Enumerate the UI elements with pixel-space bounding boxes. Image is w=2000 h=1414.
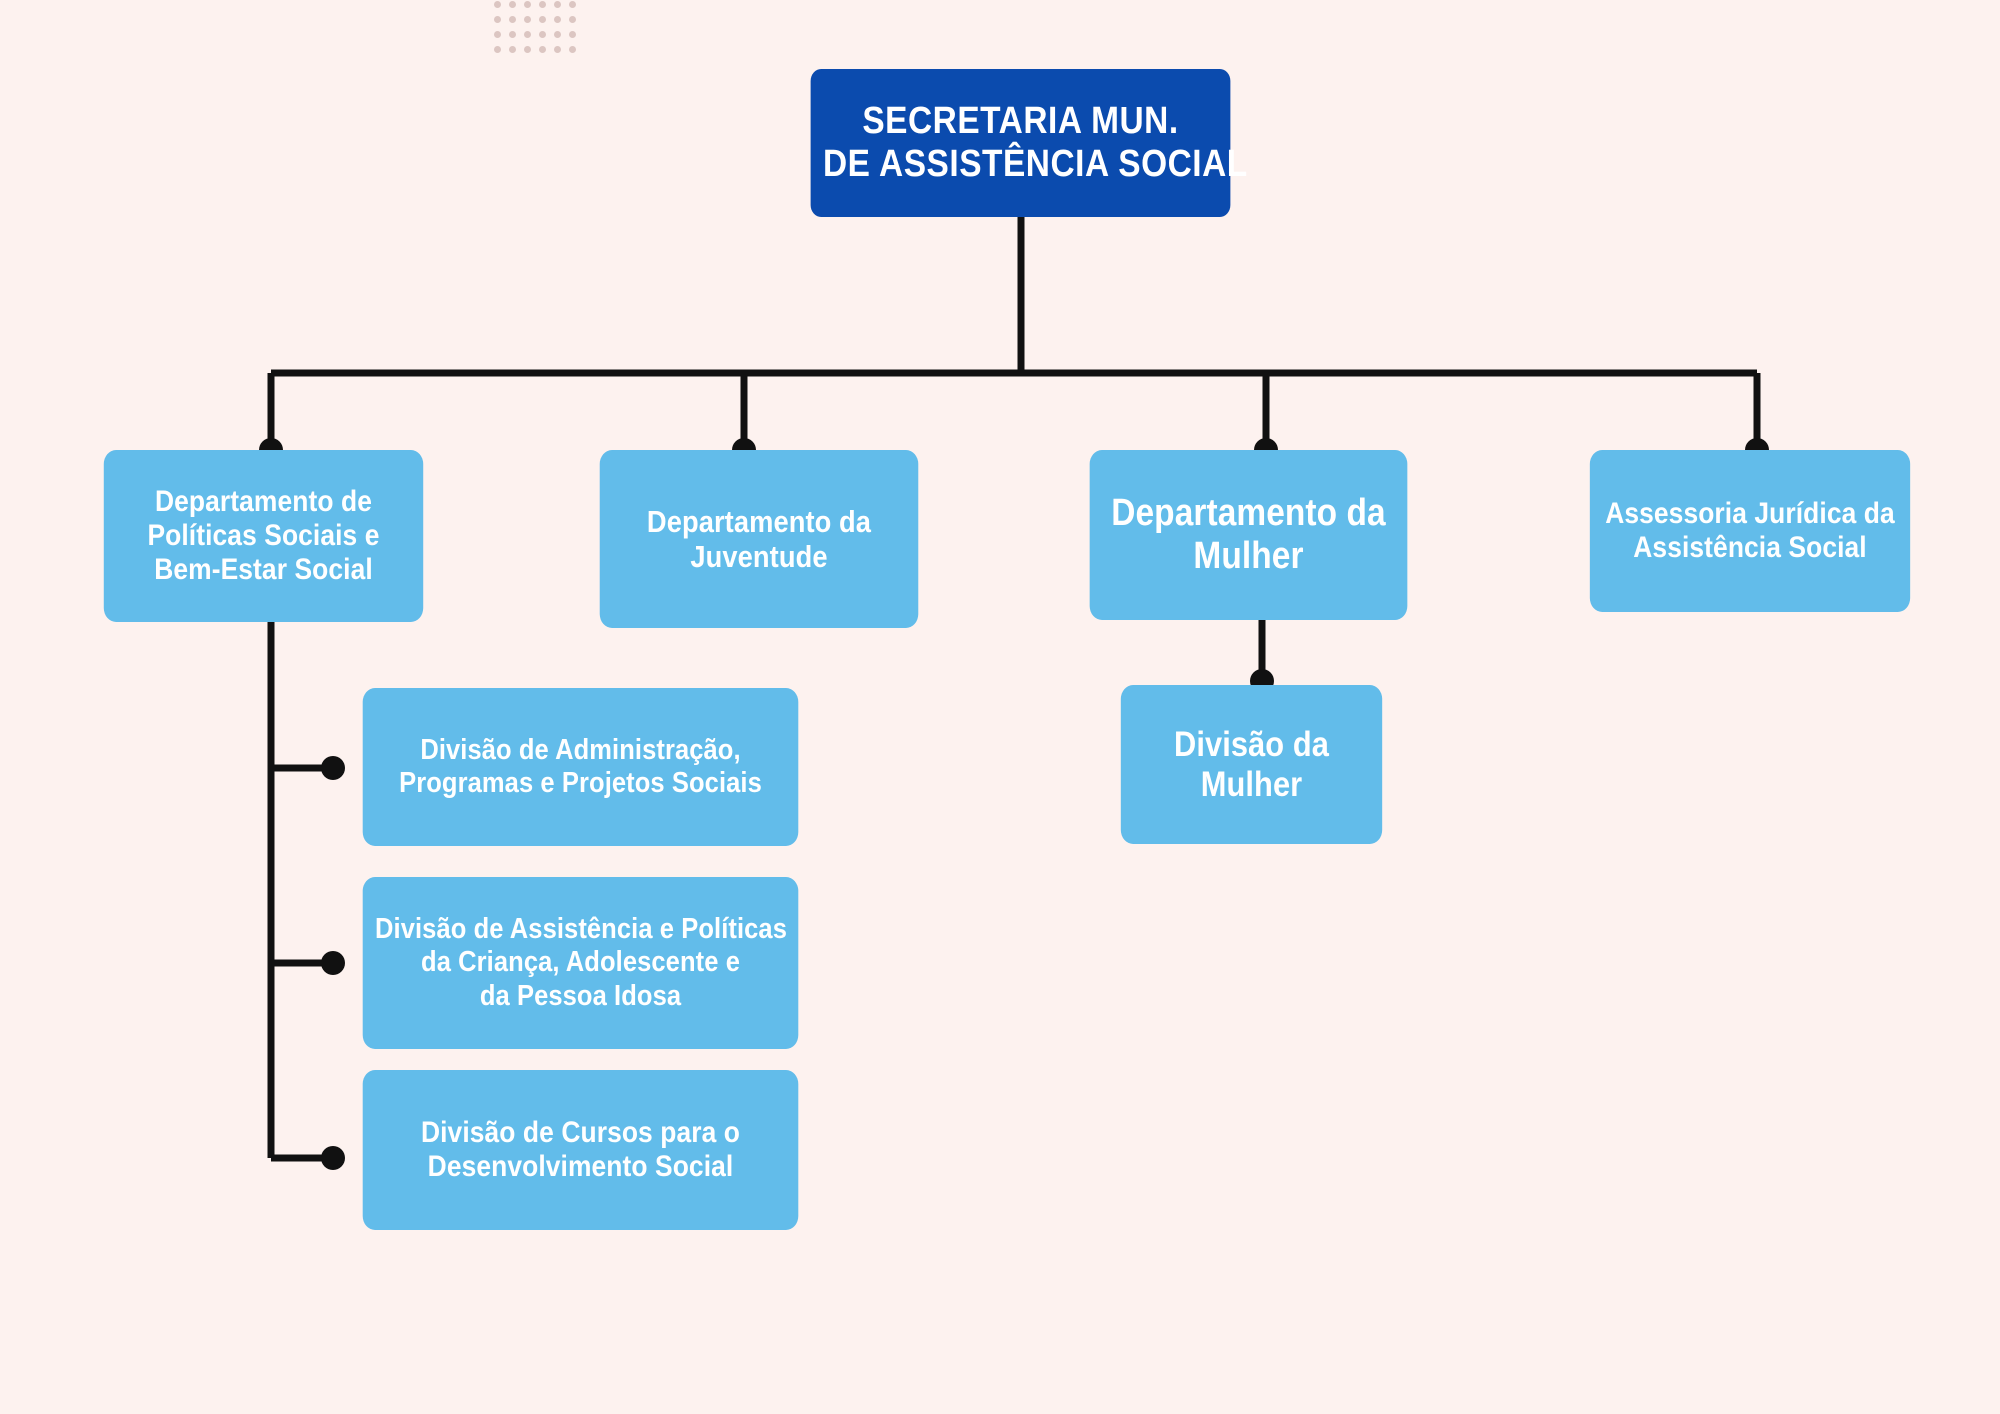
- node-politicas-line1: Departamento de: [155, 484, 372, 518]
- node-divisao-assistencia[interactable]: Divisão de Assistência e Políticas da Cr…: [362, 877, 799, 1049]
- node-div-assist-line1: Divisão de Assistência e Políticas: [375, 913, 787, 946]
- node-politicas-line2: Políticas Sociais e: [147, 518, 380, 552]
- node-departamento-mulher[interactable]: Departamento da Mulher: [1089, 450, 1408, 620]
- node-juventude-line2: Juventude: [690, 539, 828, 574]
- node-juventude-line1: Departamento da: [646, 503, 872, 539]
- node-div-adm-line2: Programas e Projetos Sociais: [399, 767, 762, 799]
- node-divisao-administracao[interactable]: Divisão de Administração, Programas e Pr…: [362, 688, 799, 846]
- node-div-adm-line1: Divisão de Administração,: [420, 733, 741, 766]
- node-divisao-mulher[interactable]: Divisão da Mulher: [1120, 685, 1383, 844]
- node-departamento-juventude[interactable]: Departamento da Juventude: [599, 450, 919, 628]
- node-mulher-line1: Departamento da: [1111, 491, 1386, 534]
- node-politicas-line3: Bem-Estar Social: [154, 553, 373, 587]
- decorative-dot-grid: [494, 0, 580, 57]
- node-div-mulher-line1: Divisão da: [1174, 724, 1329, 764]
- node-div-mulher-line2: Mulher: [1200, 764, 1303, 804]
- node-div-assist-line3: da Pessoa Idosa: [479, 979, 682, 1012]
- node-secretaria[interactable]: SECRETARIA MUN. DE ASSISTÊNCIA SOCIAL: [810, 69, 1248, 217]
- node-divisao-cursos[interactable]: Divisão de Cursos para o Desenvolvimento…: [362, 1070, 799, 1230]
- node-assessoria-line2: Assistência Social: [1633, 531, 1867, 564]
- node-div-assist-line2: da Criança, Adolescente e: [421, 946, 740, 979]
- node-secretaria-line1: SECRETARIA MUN.: [862, 99, 1179, 142]
- node-div-cursos-line2: Desenvolvimento Social: [427, 1150, 734, 1183]
- node-secretaria-line2: DE ASSISTÊNCIA SOCIAL: [822, 143, 1248, 185]
- node-departamento-politicas-sociais[interactable]: Departamento de Políticas Sociais e Bem-…: [103, 450, 424, 622]
- node-assessoria-juridica[interactable]: Assessoria Jurídica da Assistência Socia…: [1589, 450, 1911, 612]
- node-assessoria-line1: Assessoria Jurídica da: [1605, 496, 1895, 530]
- node-div-cursos-line1: Divisão de Cursos para o: [420, 1115, 741, 1149]
- node-mulher-line2: Mulher: [1193, 535, 1304, 577]
